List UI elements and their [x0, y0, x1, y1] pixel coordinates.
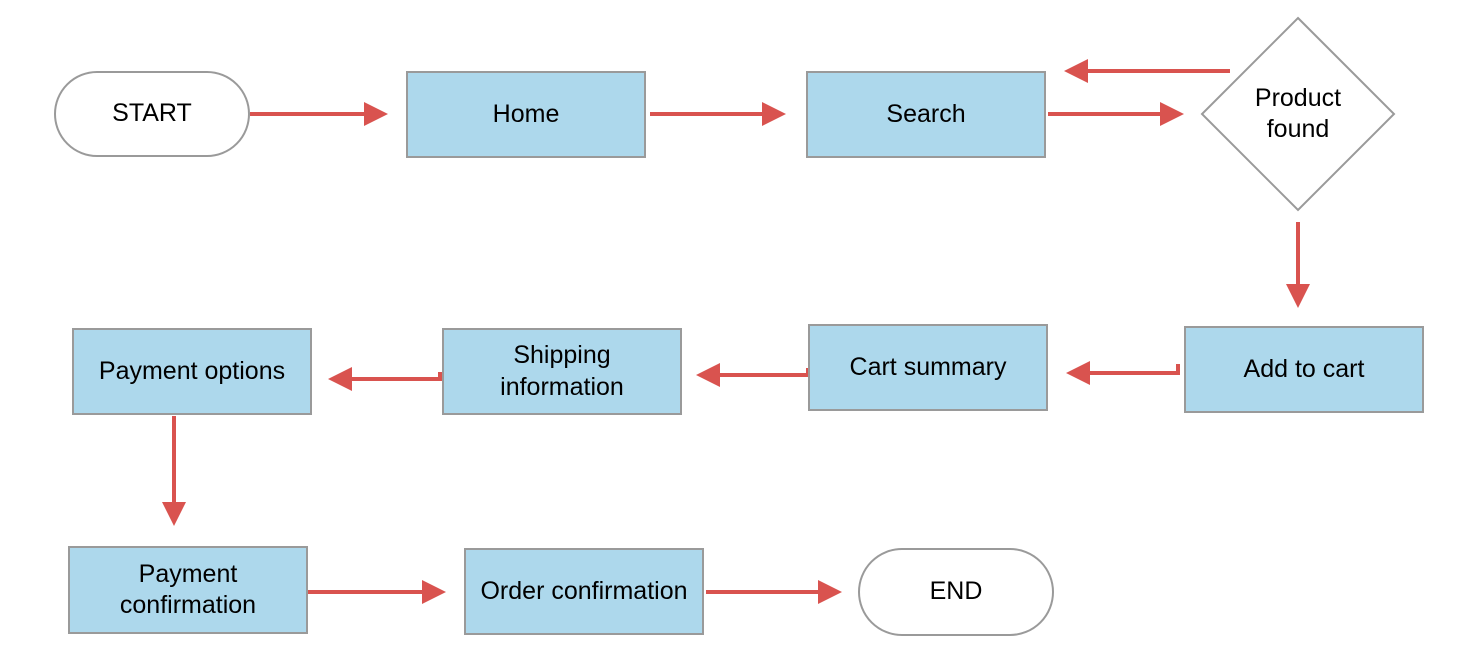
cart-summary-node: Cart summary [808, 324, 1048, 411]
search-node: Search [806, 71, 1046, 158]
start-terminal: START [54, 71, 250, 157]
payment-options-node: Payment options [72, 328, 312, 415]
arrow-add-to-cart-to-cart-summary [1066, 361, 1180, 385]
order-confirmation-node: Order confirmation [464, 548, 704, 635]
decision-diamond [1200, 16, 1396, 212]
end-terminal: END [858, 548, 1054, 636]
payment-confirmation-node: Payment confirmation [68, 546, 308, 634]
product-found-decision-label: Product found [1254, 83, 1342, 143]
shipping-information-node: Shipping information [442, 328, 682, 415]
arrow-cart-summary-to-shipping-information [696, 363, 810, 387]
add-to-cart-node: Add to cart [1184, 326, 1424, 413]
home-node: Home [406, 71, 646, 158]
arrow-shipping-information-to-payment-options [328, 367, 442, 391]
